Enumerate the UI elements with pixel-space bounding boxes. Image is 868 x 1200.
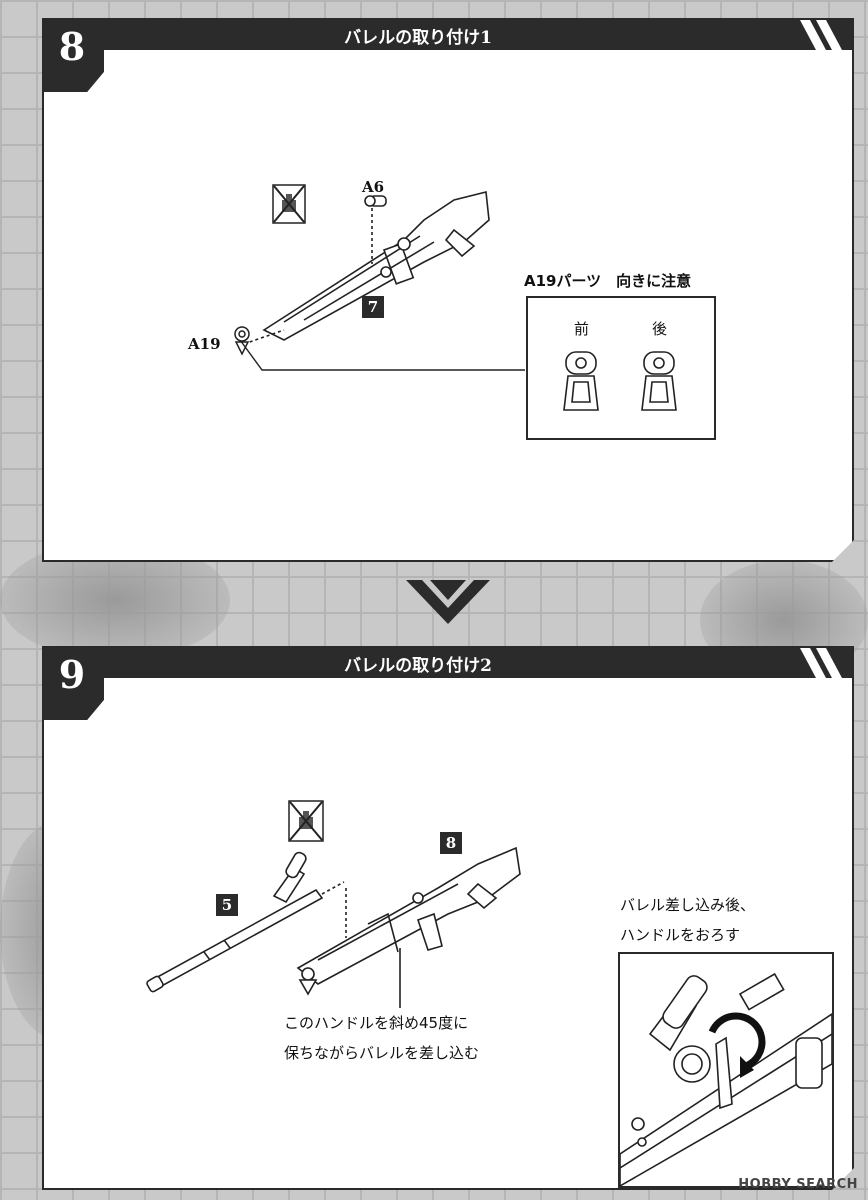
step-header: バレルの取り付け2	[44, 648, 852, 678]
step-number-box: 9	[44, 648, 104, 720]
barrel-drawing	[144, 848, 364, 998]
handle-detail-inset	[618, 952, 834, 1188]
ref-step-5-badge: 5	[216, 894, 238, 916]
note-line-1: バレル差し込み後、	[620, 896, 756, 914]
ref-step-7-badge: 7	[362, 296, 384, 318]
callout-leader-line	[240, 340, 540, 380]
instruction-line-2: 保ちながらバレルを差し込む	[284, 1044, 480, 1062]
step-number: 9	[58, 652, 86, 697]
no-glue-icon	[288, 800, 324, 842]
instruction-line-1: このハンドルを斜め45度に	[284, 1014, 469, 1032]
a19-front-view	[558, 350, 604, 420]
step-title: バレルの取り付け1	[344, 28, 492, 48]
a19-orientation-callout: 前 後	[526, 296, 716, 440]
front-label: 前	[574, 320, 590, 338]
machine-gun-drawing	[224, 180, 504, 380]
step-number: 8	[58, 24, 86, 69]
back-label: 後	[652, 320, 668, 338]
header-stripes	[792, 20, 848, 50]
step-9-panel: バレルの取り付け2 9 5 8	[42, 646, 854, 1190]
no-glue-icon	[272, 184, 306, 224]
ref-step-8-badge: 8	[440, 832, 462, 854]
handle-detail-drawing	[620, 954, 832, 1186]
note-line-2: ハンドルをおろす	[620, 926, 741, 944]
receiver-drawing	[288, 828, 528, 1008]
part-label-a6: A6	[362, 178, 385, 196]
part-label-a19: A19	[188, 335, 221, 353]
step-title: バレルの取り付け2	[344, 656, 492, 676]
step-header: バレルの取り付け1	[44, 20, 852, 50]
step-8-panel: バレルの取り付け1 8 A6 A	[42, 18, 854, 562]
a19-back-view	[636, 350, 682, 420]
header-stripes	[792, 648, 848, 678]
callout-title: A19パーツ 向きに注意	[524, 272, 692, 290]
step-number-box: 8	[44, 20, 104, 92]
next-step-arrow-icon	[406, 580, 490, 624]
watermark: HOBBY SEARCH	[738, 1177, 858, 1192]
